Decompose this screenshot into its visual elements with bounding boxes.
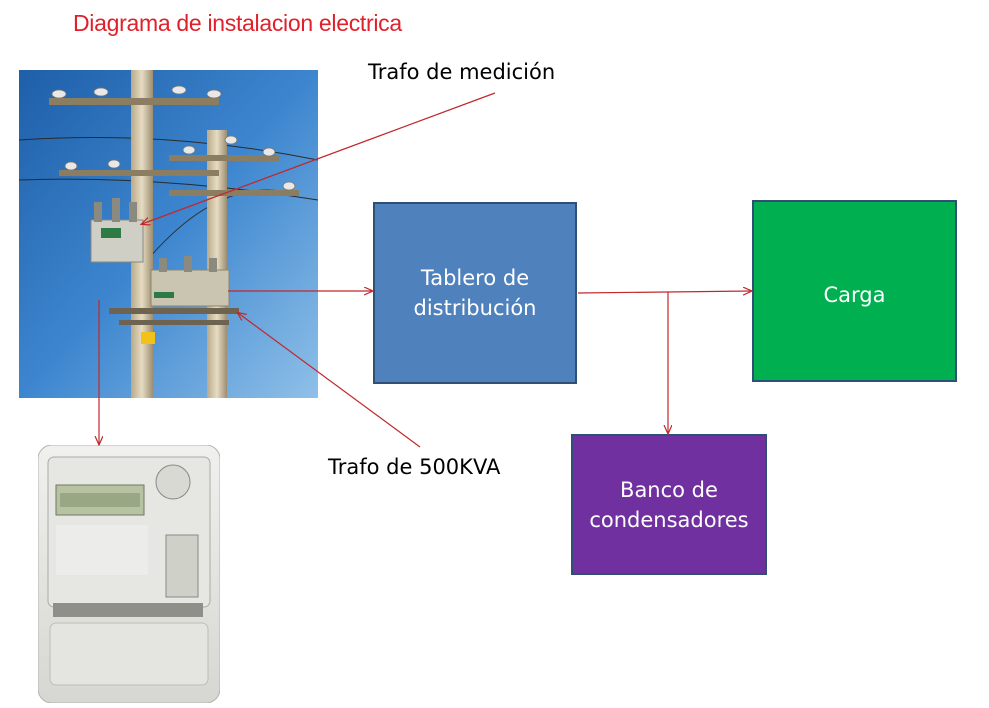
tablero-distribucion-box: Tablero de distribución — [373, 202, 577, 384]
diagram-title: Diagrama de instalacion electrica — [73, 10, 402, 37]
utility-pole-photo — [19, 70, 318, 398]
banco-condensadores-text: Banco de condensadores — [589, 475, 748, 535]
trafo-medicion-label: Trafo de medición — [368, 60, 555, 84]
carga-box: Carga — [752, 200, 957, 382]
trafo-500kva-label: Trafo de 500KVA — [328, 455, 500, 479]
banco-condensadores-box: Banco de condensadores — [571, 434, 767, 575]
tablero-distribucion-text: Tablero de distribución — [414, 263, 537, 323]
energy-meter-image — [38, 445, 220, 703]
arrow-tablero-to-carga — [578, 291, 751, 293]
carga-text: Carga — [824, 280, 886, 310]
